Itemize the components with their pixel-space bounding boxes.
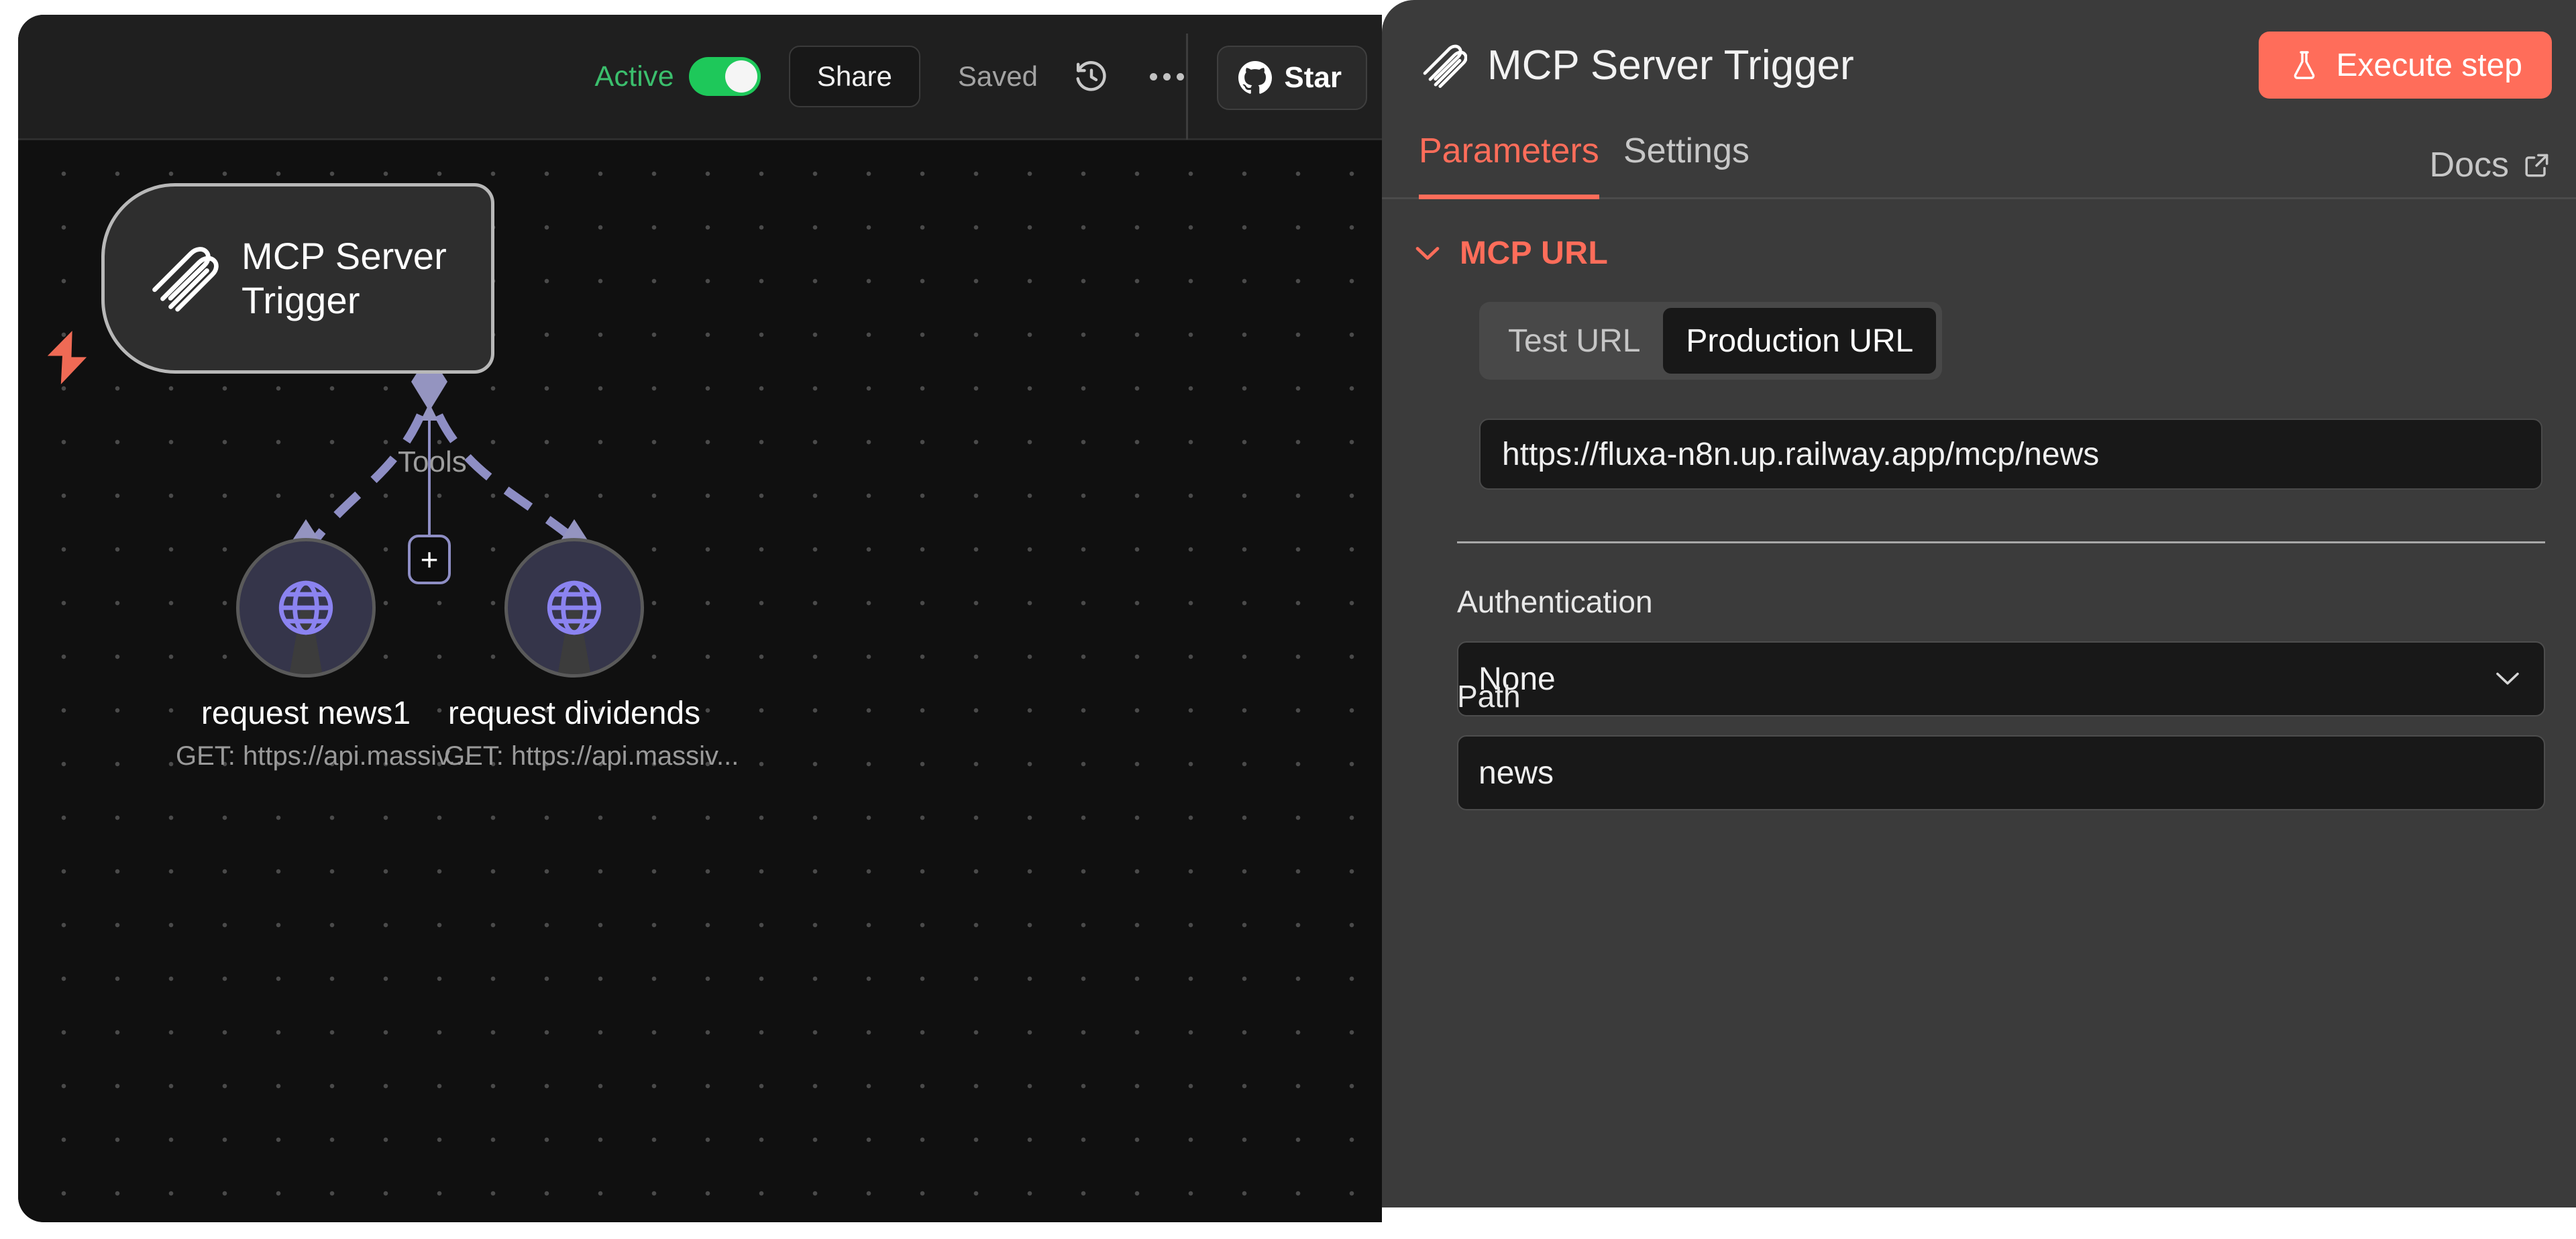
tab-settings[interactable]: Settings (1623, 131, 1750, 199)
tab-label: Settings (1623, 131, 1750, 170)
node-subtitle: GET: https://api.massiv... (176, 741, 471, 771)
url-mode-toggle: Test URL Production URL (1479, 302, 1943, 380)
segment-test-url[interactable]: Test URL (1508, 323, 1641, 359)
node-mcp-server-trigger[interactable]: MCP Server Trigger (101, 183, 494, 374)
mcp-paperclip-icon (1419, 39, 1468, 93)
toggle-knob (724, 60, 757, 93)
workflow-editor: Active Share Saved (18, 15, 1382, 1222)
segment-production-url[interactable]: Production URL (1663, 308, 1937, 374)
node-label: request news1 (201, 696, 411, 731)
node-subtitle: GET: https://api.massiv... (444, 741, 739, 771)
tab-parameters[interactable]: Parameters (1419, 131, 1599, 199)
toolbar-actions: Active Share Saved (595, 15, 1188, 138)
chevron-down-icon (1415, 246, 1440, 262)
github-star-label: Star (1284, 61, 1342, 94)
dot (1176, 72, 1184, 80)
authentication-label: Authentication (1457, 584, 1653, 619)
lightning-bolt-icon (42, 329, 92, 386)
github-icon (1238, 61, 1273, 95)
github-star-button[interactable]: Star (1217, 46, 1367, 110)
mcp-paperclip-icon (145, 238, 219, 319)
connection-label-tools: Tools (398, 445, 467, 478)
tab-label: Parameters (1419, 131, 1599, 170)
node-title: MCP Server Trigger (241, 234, 447, 321)
panel-tabs: Parameters Settings Docs (1382, 131, 2576, 199)
section-divider (1457, 541, 2545, 543)
panel-title: MCP Server Trigger (1487, 42, 1854, 89)
saved-status-label: Saved (957, 60, 1038, 92)
panel-header: MCP Server Trigger (1382, 0, 2576, 131)
more-options-icon[interactable] (1145, 58, 1188, 95)
workflow-canvas[interactable]: MCP Server Trigger Tools + (18, 140, 1382, 1222)
authentication-select[interactable]: None (1457, 641, 2545, 716)
globe-icon (274, 576, 338, 640)
share-button[interactable]: Share (788, 46, 920, 107)
tab-docs[interactable]: Docs (2430, 131, 2552, 199)
history-icon[interactable] (1073, 58, 1110, 95)
external-link-icon (2522, 150, 2552, 180)
chevron-down-icon (2496, 671, 2520, 687)
section-mcp-url-header[interactable]: MCP URL (1415, 235, 1608, 272)
node-disc (504, 538, 644, 678)
toolbar-divider (1186, 34, 1188, 140)
dot (1163, 72, 1171, 80)
path-label: Path (1457, 679, 1521, 714)
section-label: MCP URL (1460, 235, 1609, 271)
node-disc (236, 538, 376, 678)
active-toggle[interactable] (688, 57, 761, 96)
node-request-dividends[interactable]: request dividends GET: https://api.massi… (444, 538, 739, 771)
workflow-toolbar: Active Share Saved (18, 15, 1382, 140)
active-status-label: Active (594, 60, 674, 93)
tab-label: Docs (2429, 146, 2509, 184)
path-input[interactable]: news (1457, 735, 2545, 810)
flask-icon (2288, 49, 2320, 81)
add-tool-button[interactable]: + (408, 535, 451, 584)
execute-step-button[interactable]: Execute step (2258, 32, 2552, 99)
node-label: request dividends (447, 696, 701, 731)
dot (1149, 72, 1157, 80)
authentication-value: None (1479, 661, 1556, 697)
panel-body: MCP URL Test URL Production URL https://… (1382, 201, 2576, 1207)
node-request-news1[interactable]: request news1 GET: https://api.massiv... (176, 538, 470, 771)
globe-icon (542, 576, 606, 640)
node-details-panel: MCP Server Trigger Execute step Paramete… (1382, 0, 2576, 1207)
execute-step-label: Execute step (2336, 47, 2523, 83)
mcp-url-value[interactable]: https://fluxa-n8n.up.railway.app/mcp/new… (1479, 419, 2542, 490)
